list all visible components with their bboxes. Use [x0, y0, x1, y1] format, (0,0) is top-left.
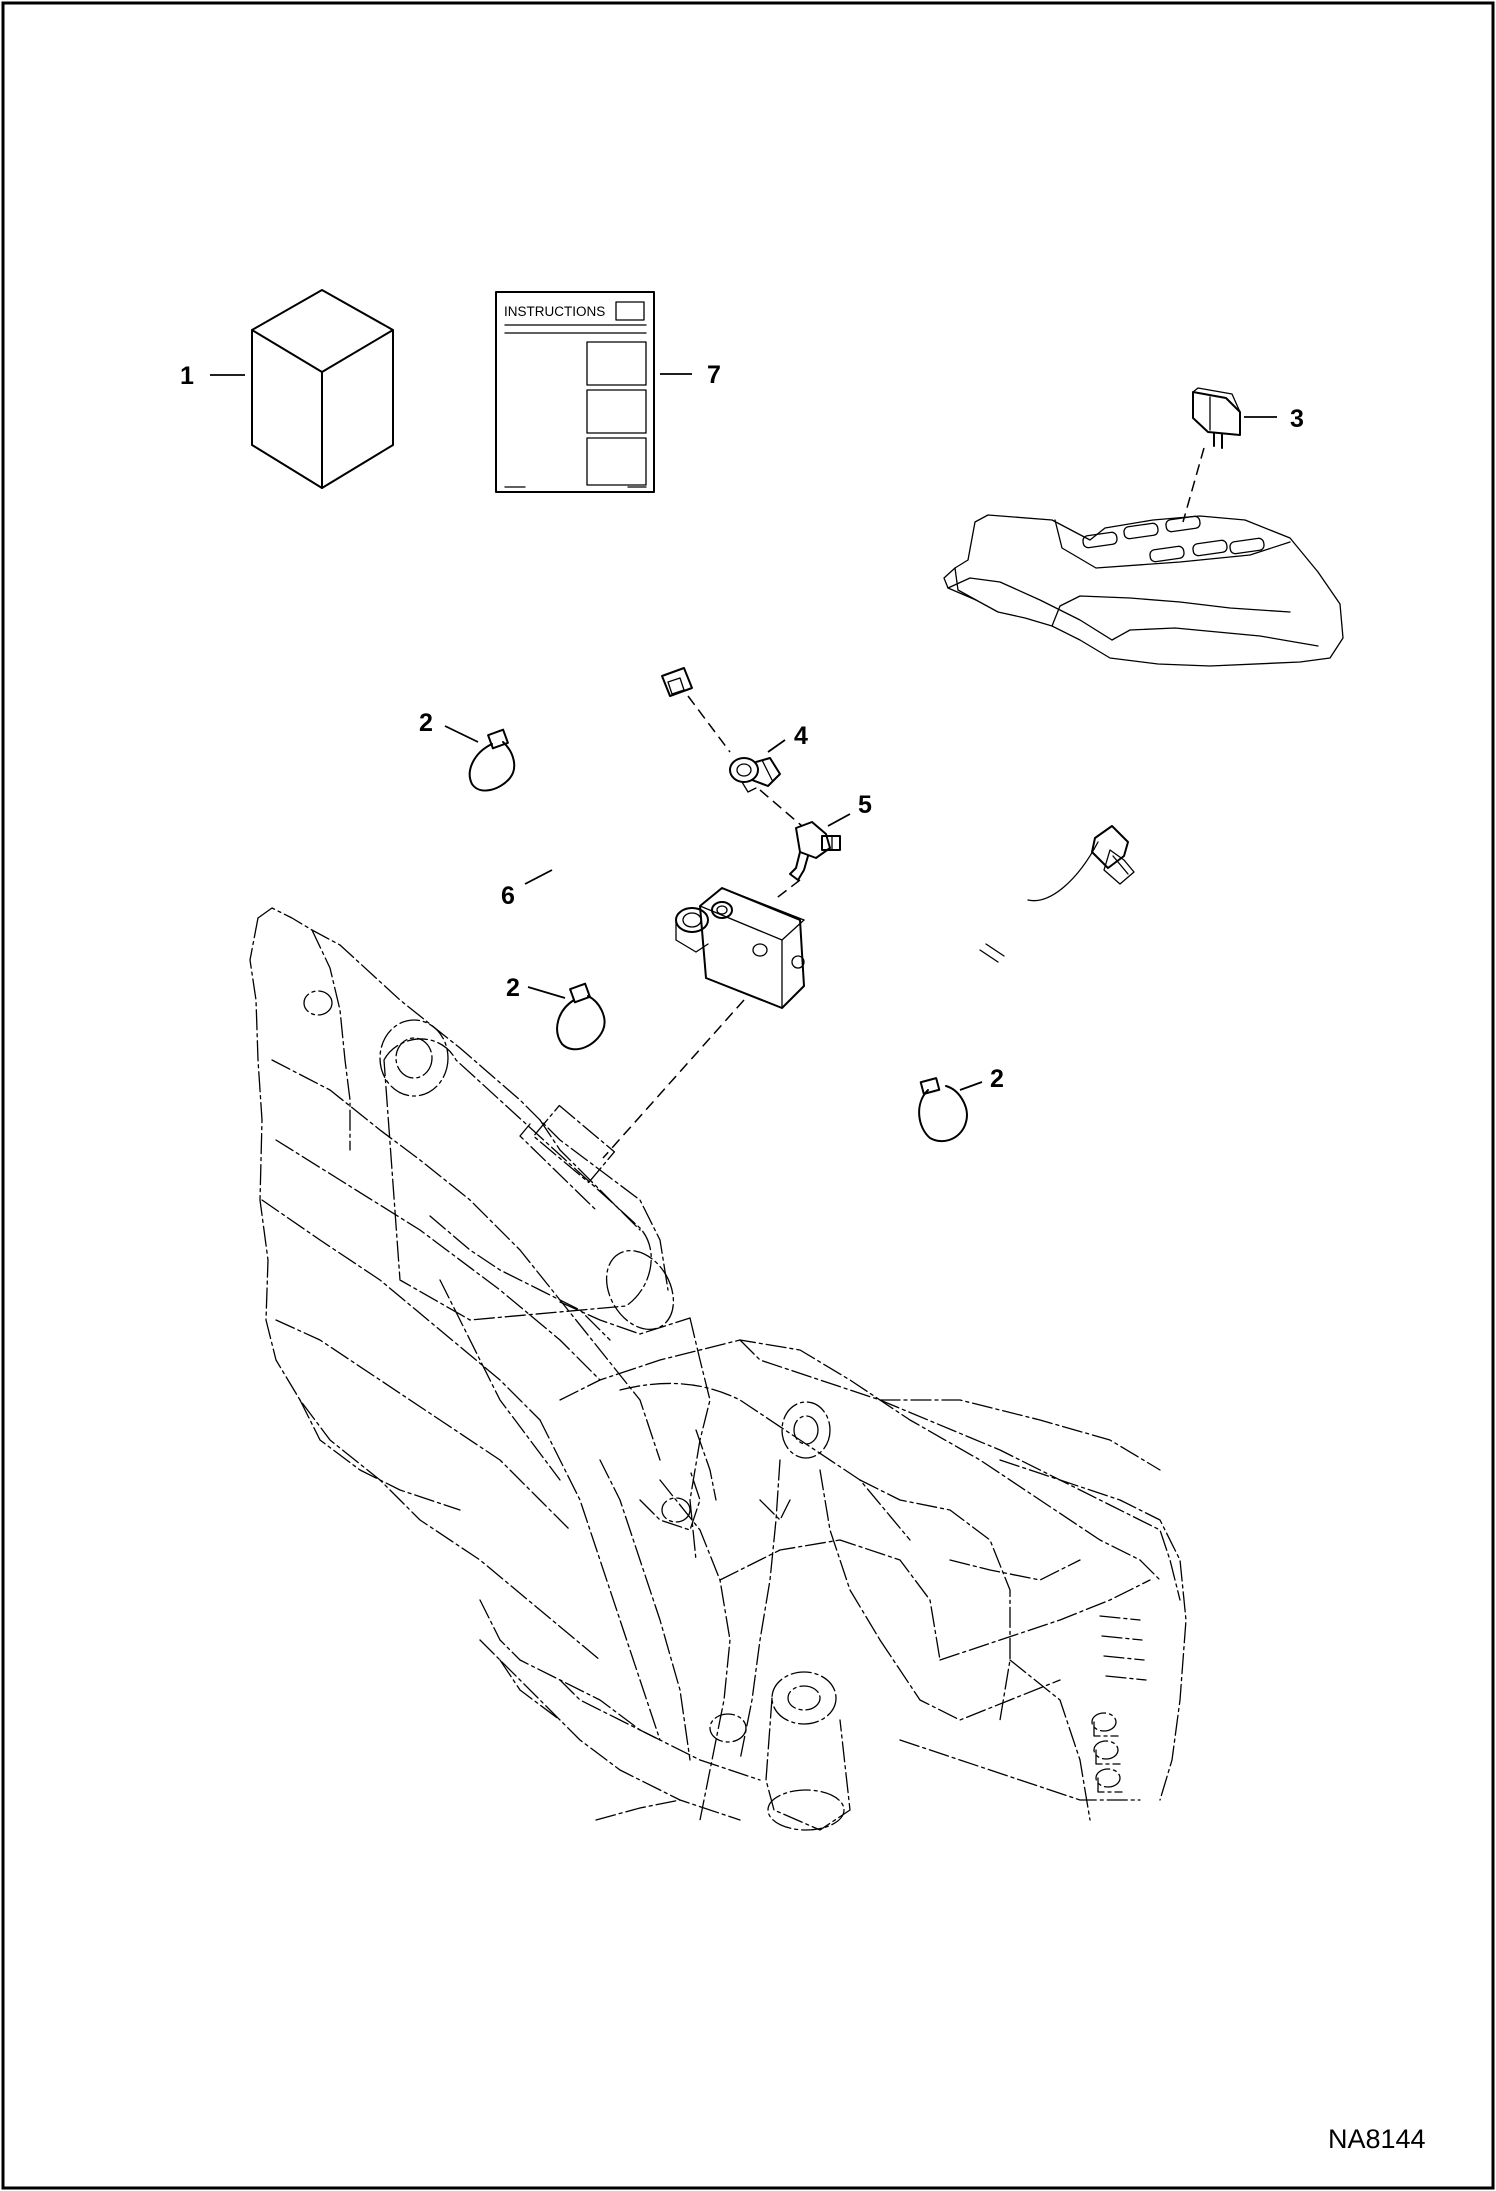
operator-console-panel — [943, 514, 1344, 667]
rocker-switch-part — [1192, 387, 1241, 449]
tie-strap-middle — [556, 982, 606, 1051]
instruction-sheet-title: INSTRUCTIONS — [504, 304, 605, 319]
callout-2-right: 2 — [990, 1065, 1004, 1093]
valve-block — [675, 887, 805, 1009]
callout-7: 7 — [707, 361, 721, 389]
callout-leader-4 — [767, 739, 786, 753]
callout-5: 5 — [858, 791, 872, 819]
valve-to-cylinder-line — [602, 999, 745, 1159]
tee-fitting-part — [789, 821, 841, 881]
callout-leader-5 — [827, 813, 851, 827]
callout-2-upper: 2 — [419, 709, 433, 737]
callout-leader-2a — [444, 725, 479, 743]
fitting-install-line-upper — [687, 695, 731, 753]
callout-1: 1 — [180, 362, 194, 390]
drawing-number: NA8144 — [1328, 2124, 1426, 2154]
fitting-install-line-lower — [759, 789, 803, 827]
wire-harness-part — [542, 667, 1135, 1157]
pressure-fitting-part — [729, 757, 781, 793]
tie-strap-right — [918, 1077, 968, 1143]
callout-leader-2b — [527, 986, 566, 999]
callout-4: 4 — [794, 722, 808, 750]
callout-6: 6 — [501, 882, 515, 910]
machine-frame-phantom — [249, 907, 1187, 1831]
switch-install-line — [1182, 447, 1205, 523]
tie-strap-upper-left — [468, 728, 516, 792]
callout-leader-6 — [524, 869, 553, 885]
valve-install-line — [773, 879, 801, 901]
kit-box-part — [251, 289, 394, 489]
callout-leader-2c — [959, 1081, 983, 1091]
callout-3: 3 — [1290, 405, 1304, 433]
callout-2-middle: 2 — [506, 974, 520, 1002]
instruction-sheet-part: INSTRUCTIONS — [495, 291, 655, 493]
